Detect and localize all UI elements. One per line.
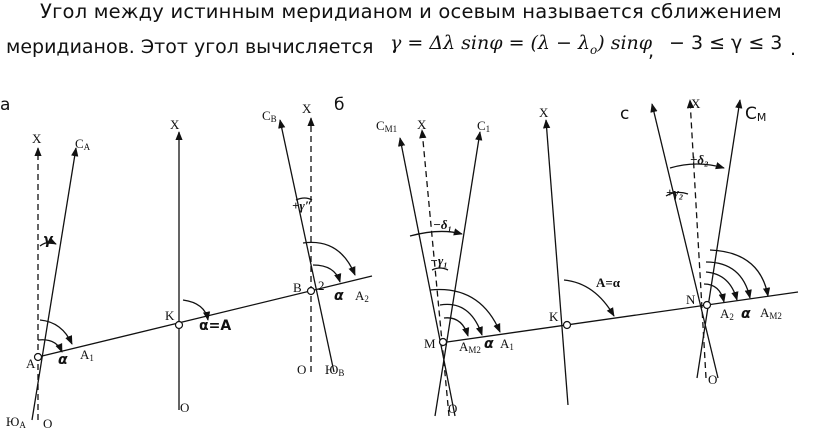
point-b [306, 286, 316, 296]
middle-a-k-label: K [165, 308, 175, 323]
formula-subscript: o [590, 42, 598, 57]
panel-b-alpha: α [334, 288, 344, 304]
panel-c-n-arc-3 [705, 271, 739, 301]
panel-c-am2-right-label: AM2 [760, 305, 782, 321]
middle-a-arc [182, 299, 211, 321]
panel-b-two-label: 2 [318, 278, 325, 293]
panel-c-left-delta: −δ₁ [433, 217, 452, 232]
formula-end: ) sinφ [597, 32, 653, 54]
description-text: Угол между истинным меридианом и осевым … [0, 0, 822, 70]
middle-c-x-label: X [539, 105, 549, 120]
panel-b-arc-1 [302, 241, 356, 276]
panel-c-left-x-label: X [417, 117, 427, 132]
panel-c-cm1-label: CM1 [376, 118, 397, 134]
panel-c-m-arc-3 [443, 317, 470, 337]
panel-a-o-label: O [43, 416, 52, 431]
middle-a-x-label: X [170, 117, 180, 132]
panel-b-o-label: O [297, 362, 306, 377]
panel-a-a1-label: A1 [80, 347, 94, 363]
middle-a-alpha-eq: α=A [199, 318, 231, 334]
sentence-period: . [790, 38, 797, 60]
panel-c-m-label: M [424, 336, 436, 351]
panel-c-m-arc-1 [429, 288, 501, 333]
panel-c-cm-label: CM [745, 104, 766, 124]
panel-c-m-arc-2 [439, 303, 483, 336]
panel-b-letter: б [334, 95, 344, 115]
middle-c-arc [563, 279, 615, 317]
panel-c-n-line-2 [696, 99, 743, 379]
convergence-formula: γ = Δλ sinφ = (λ − λo) sinφ [390, 32, 652, 57]
formula-comma: , [648, 40, 655, 62]
panel-c-n-north-dashed [686, 99, 707, 379]
panel-c-m-gamma-arc [431, 267, 449, 271]
panel-c-n-label: N [686, 292, 696, 307]
panel-c-right-alpha: α [741, 306, 751, 322]
panel-c-am2-label: AM2 [459, 339, 481, 355]
panel-b-x-label: X [302, 101, 312, 116]
panel-c-n-line-1 [650, 103, 719, 379]
panel-c-right-delta: +δ₂ [690, 152, 709, 167]
point-m [438, 337, 448, 347]
panel-c-m-north-dashed [419, 129, 450, 417]
panel-a-alpha: α [58, 352, 68, 368]
panel-c-n-gamma-arc [665, 191, 689, 197]
panel-b-gamma-arc [295, 197, 313, 201]
panel-b-gamma: +γ″ [292, 198, 312, 213]
panel-b-c-label: CB [262, 108, 277, 124]
panel-a-grid-meridian [31, 147, 79, 421]
panel-a-point-label: A [26, 356, 36, 371]
panel-c-letter: с [620, 104, 629, 124]
paragraph-line-1: Угол между истинным меридианом и осевым … [40, 0, 782, 23]
formula-main: γ = Δλ sinφ = (λ − λ [390, 32, 591, 54]
panel-a-gamma-arc [39, 237, 57, 247]
middle-c-k-label: K [549, 309, 559, 324]
panel-c-left-gamma: −γ₁ [430, 253, 448, 268]
panel-c-n-arc-2 [705, 261, 752, 299]
panel-c-right-gamma: +γ₂ [666, 185, 683, 200]
panel-c-m-delta-arc [409, 228, 463, 237]
panel-a-c-label: CA [75, 136, 91, 152]
panel-c-left-o-label: O [448, 401, 457, 416]
panel-a-arc-1 [39, 319, 73, 345]
point-k-a [174, 320, 184, 330]
point-a [33, 352, 43, 362]
panel-b-yu-label: ЮB [325, 362, 344, 378]
panel-b-point-label: B [293, 280, 302, 295]
middle-c-axis [543, 119, 569, 406]
point-n [702, 300, 712, 310]
panel-b-grid-meridian [278, 119, 335, 373]
panel-c-n-arc-1 [709, 249, 771, 297]
point-k-c [562, 320, 572, 330]
panel-a-letter: а [0, 95, 10, 115]
panel-c-a2-label: A2 [720, 306, 734, 322]
panel-c-a1-label: A1 [500, 336, 514, 352]
panel-a-gamma: γ [43, 232, 54, 248]
panel-c-left-alpha: α [484, 336, 494, 352]
panel-a-x-label: X [32, 131, 42, 146]
panel-c-right-x-label: X [691, 96, 701, 111]
panel-c-m-line-1 [398, 137, 456, 417]
panel-c-m-line-2 [434, 131, 483, 417]
panel-c-right-o-label: O [708, 372, 717, 387]
panel-c-n-arc-4 [703, 283, 726, 303]
paragraph-line-2: меридианов. Этот угол вычисляется [6, 36, 374, 58]
panel-a-arc-2 [37, 339, 63, 353]
panel-b-arc-2 [312, 264, 342, 283]
panel-c-c1-label: C1 [477, 118, 490, 134]
convergence-range: − 3 ≤ γ ≤ 3 [669, 32, 783, 54]
panel-a-yu-label: ЮA [6, 414, 26, 430]
middle-c-alpha-eq: A=α [596, 275, 621, 290]
panel-b-a2-label: A2 [355, 288, 369, 304]
middle-a-o-label: O [180, 400, 189, 415]
panel-c-n-delta-arc [669, 162, 725, 170]
